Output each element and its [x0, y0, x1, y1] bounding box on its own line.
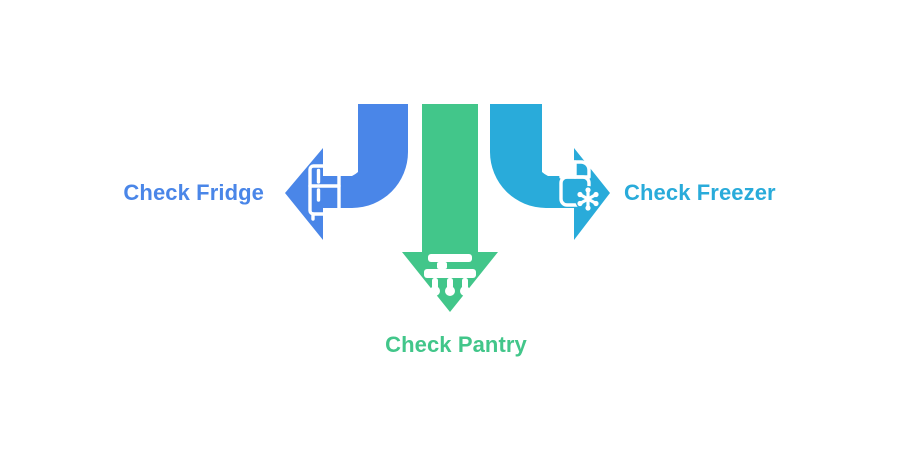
pantry-shelf-icon [424, 254, 476, 296]
label-check-freezer: Check Freezer [624, 180, 776, 205]
freezer-snowflake-icon [559, 160, 601, 212]
pantry-arrow-shape [402, 104, 498, 312]
snowflake-icon [575, 186, 601, 212]
freezer-arrow-shape [490, 104, 610, 240]
branch-arrow-pantry[interactable] [402, 104, 498, 312]
label-check-fridge: Check Fridge [123, 180, 264, 205]
refrigerator-icon [308, 164, 341, 216]
fridge-arrow-shape [285, 104, 408, 240]
branch-arrow-freezer[interactable] [490, 104, 610, 240]
label-check-pantry: Check Pantry [385, 332, 527, 357]
refrigerator-feet-icon [311, 212, 338, 221]
branch-arrow-fridge[interactable] [285, 104, 408, 240]
